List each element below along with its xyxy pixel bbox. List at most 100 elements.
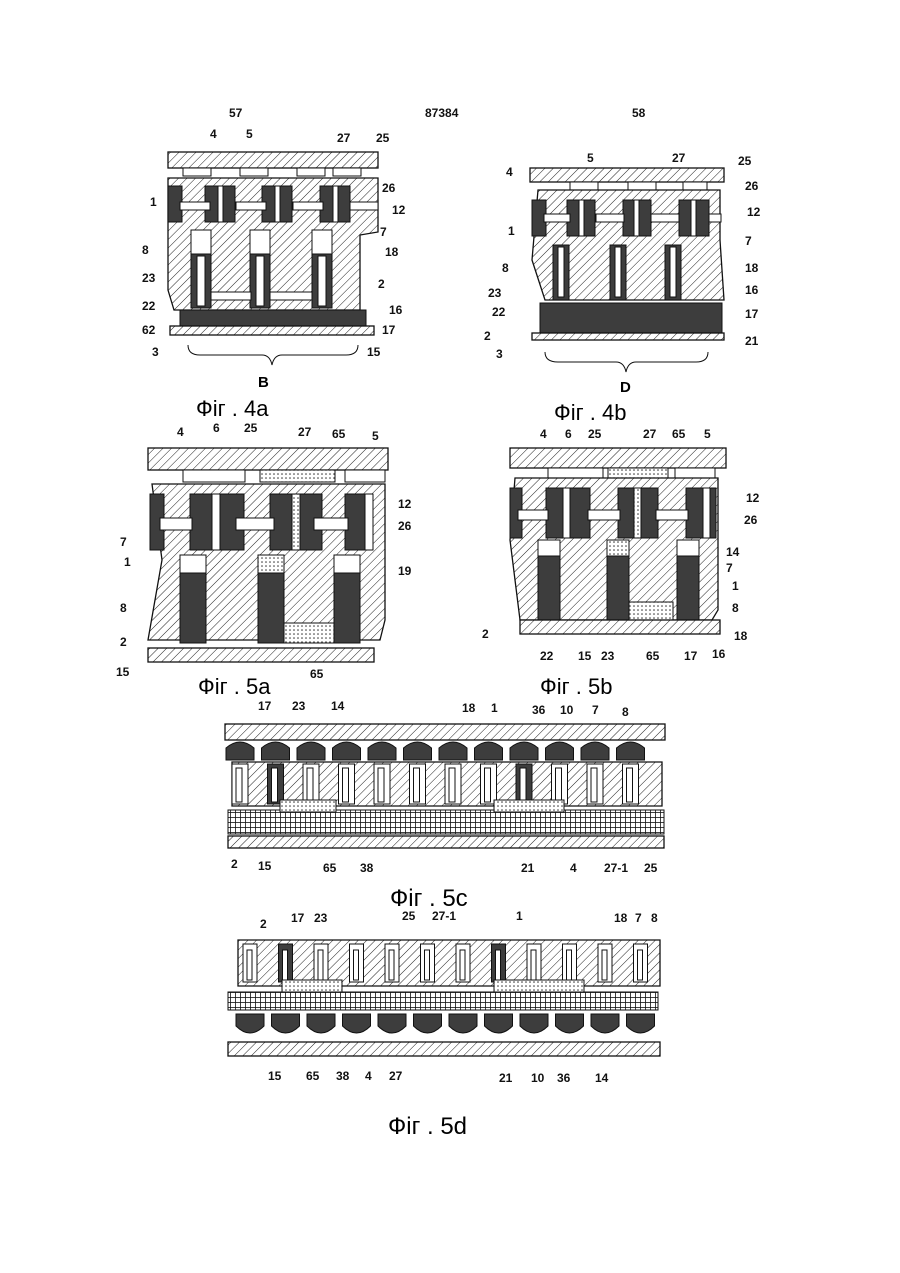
ref-62: 62 — [142, 323, 156, 337]
ref-25: 25 — [244, 421, 258, 435]
figure-4a-drawing — [168, 152, 378, 365]
ref-17: 17 — [684, 649, 698, 663]
ref-1: 1 — [508, 224, 515, 238]
ref-15: 15 — [116, 665, 130, 679]
ref-4: 4 — [177, 425, 184, 439]
ref-22: 22 — [142, 299, 156, 313]
ref-26: 26 — [744, 513, 758, 527]
ref-8: 8 — [502, 261, 509, 275]
ref-18: 18 — [614, 911, 628, 925]
ref-18: 18 — [462, 701, 476, 715]
caption-fig-4b: Фіг . 4b — [554, 400, 626, 425]
ref-38: 38 — [336, 1069, 350, 1083]
ref-26: 26 — [745, 179, 759, 193]
ref-1: 1 — [491, 701, 498, 715]
ref-7: 7 — [592, 703, 599, 717]
caption-fig-5c: Фіг . 5c — [390, 885, 468, 912]
ref-1: 1 — [732, 579, 739, 593]
ref-5: 5 — [246, 127, 253, 141]
ref-2: 2 — [120, 635, 127, 649]
ref-2: 2 — [231, 857, 238, 871]
ref-4: 4 — [506, 165, 513, 179]
group-label-b: B — [258, 374, 269, 391]
ref-12: 12 — [746, 491, 760, 505]
ref-27: 27 — [672, 151, 686, 165]
ref-3: 3 — [496, 347, 503, 361]
ref-18: 18 — [734, 629, 748, 643]
ref-15: 15 — [268, 1069, 282, 1083]
ref-6: 6 — [565, 427, 572, 441]
ref-36: 36 — [557, 1071, 571, 1085]
ref-26: 26 — [398, 519, 412, 533]
ref-12: 12 — [392, 203, 406, 217]
caption-fig-4a: Фіг . 4a — [196, 396, 269, 421]
ref-2: 2 — [482, 627, 489, 641]
ref-17: 17 — [258, 699, 272, 713]
ref-7: 7 — [635, 911, 642, 925]
ref-21: 21 — [521, 861, 535, 875]
ref-18: 18 — [745, 261, 759, 275]
ref-17: 17 — [382, 323, 396, 337]
ref-4: 4 — [540, 427, 547, 441]
ref-27: 27 — [643, 427, 657, 441]
ref-25: 25 — [588, 427, 602, 441]
ref-16: 16 — [389, 303, 403, 317]
ref-2: 2 — [484, 329, 491, 343]
ref-5: 5 — [372, 429, 379, 443]
ref-23: 23 — [142, 271, 156, 285]
ref-21: 21 — [499, 1071, 513, 1085]
ref-12: 12 — [398, 497, 412, 511]
ref-15: 15 — [578, 649, 592, 663]
ref-15: 15 — [367, 345, 381, 359]
caption-fig-5d: Фіг . 5d — [388, 1113, 467, 1140]
ref-26: 26 — [382, 181, 396, 195]
ref-27-1: 27-1 — [604, 861, 628, 875]
figure-5c-drawing — [225, 724, 665, 848]
figure-5d-drawing — [228, 940, 660, 1056]
ref-10: 10 — [560, 703, 574, 717]
group-label-d: D — [620, 379, 631, 396]
ref-23: 23 — [601, 649, 615, 663]
ref-23: 23 — [488, 286, 502, 300]
ref-8: 8 — [732, 601, 739, 615]
ref-14: 14 — [595, 1071, 609, 1085]
ref-65: 65 — [310, 667, 324, 681]
ref-1: 1 — [150, 195, 157, 209]
ref-27: 27 — [389, 1069, 403, 1083]
ref-4: 4 — [365, 1069, 372, 1083]
ref-38: 38 — [360, 861, 374, 875]
ref-23: 23 — [292, 699, 306, 713]
ref-14: 14 — [726, 545, 740, 559]
ref-22: 22 — [540, 649, 554, 663]
ref-19: 19 — [398, 564, 412, 578]
ref-8: 8 — [142, 243, 149, 257]
ref-25: 25 — [376, 131, 390, 145]
ref-1: 1 — [124, 555, 131, 569]
ref-65: 65 — [306, 1069, 320, 1083]
ref-8: 8 — [622, 705, 629, 719]
ref-4: 4 — [570, 861, 577, 875]
ref-25: 25 — [644, 861, 658, 875]
ref-21: 21 — [745, 334, 759, 348]
ref-7: 7 — [745, 234, 752, 248]
ref-7: 7 — [380, 225, 387, 239]
figure-4b-drawing — [530, 168, 724, 372]
caption-fig-5b: Фіг . 5b — [540, 674, 612, 699]
ref-6: 6 — [213, 421, 220, 435]
ref-16: 16 — [712, 647, 726, 661]
ref-2: 2 — [378, 277, 385, 291]
ref-17: 17 — [291, 911, 305, 925]
ref-25: 25 — [738, 154, 752, 168]
ref-65: 65 — [323, 861, 337, 875]
ref-5: 5 — [704, 427, 711, 441]
ref-8: 8 — [120, 601, 127, 615]
ref-27: 27 — [337, 131, 351, 145]
ref-8: 8 — [651, 911, 658, 925]
ref-15: 15 — [258, 859, 272, 873]
ref-4: 4 — [210, 127, 217, 141]
ref-16: 16 — [745, 283, 759, 297]
ref-17: 17 — [745, 307, 759, 321]
ref-65: 65 — [646, 649, 660, 663]
ref-65: 65 — [672, 427, 686, 441]
ref-23: 23 — [314, 911, 328, 925]
